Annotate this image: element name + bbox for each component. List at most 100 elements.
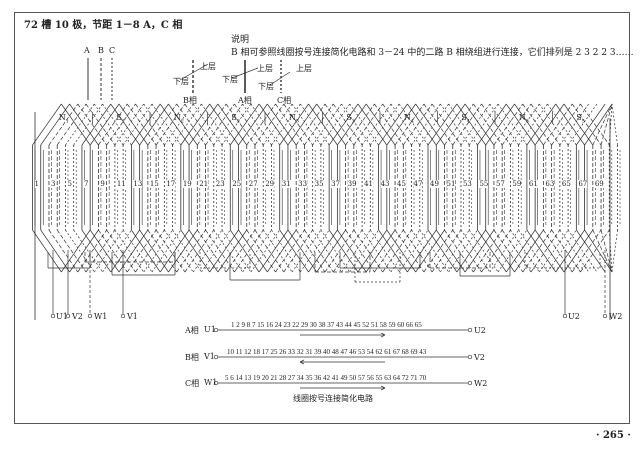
coil-end-bottom <box>126 229 157 273</box>
coil-end-bottom <box>477 229 507 273</box>
terminal-v1: V1 <box>127 312 138 321</box>
coil-end-bottom <box>32 229 62 273</box>
coil-end-bottom <box>534 229 565 273</box>
coil-end-bottom <box>448 229 478 273</box>
circuit-phase-c: C相 <box>185 379 200 388</box>
coil-end-bottom <box>98 229 128 273</box>
circuit-caption: 线圈按号连接简化电路 <box>293 394 373 403</box>
coil-end-bottom <box>254 229 285 273</box>
coil-end-bottom <box>172 229 202 273</box>
coil-end-top <box>444 103 474 146</box>
coil-end-bottom <box>398 229 429 273</box>
coil-end-top <box>192 103 223 146</box>
coil-end-bottom <box>56 229 87 273</box>
coil-end-top <box>403 103 433 146</box>
slot-number: 41 <box>364 180 374 188</box>
coil-end-bottom <box>518 229 548 273</box>
coil-end-top <box>143 103 173 146</box>
coil-end-bottom <box>77 229 107 273</box>
arrow-head <box>299 361 305 365</box>
coil-end-bottom <box>411 229 441 273</box>
coil-end-bottom <box>419 229 449 273</box>
circuit-seq-b: 10 11 12 18 17 25 26 33 32 31 39 40 48 4… <box>227 348 427 356</box>
coil-end-bottom <box>205 229 235 273</box>
coil-end-top <box>514 103 544 146</box>
coil-end-top <box>555 103 585 146</box>
coil-end-top <box>89 103 120 146</box>
coil-end-bottom <box>489 229 519 273</box>
slot-number: 9 <box>100 180 105 188</box>
coil-end-bottom <box>374 229 404 273</box>
coil-end-top <box>485 103 515 146</box>
coil-end-top <box>151 103 182 146</box>
note-text: B 相可参照线圈按号连接简化电路和 3－24 中的二路 B 相绕组进行连接，它们… <box>231 48 634 58</box>
figure-title: 72 槽 10 极，节距 1－8 A，C 相 <box>24 20 183 31</box>
page-number: · 265 · <box>596 430 631 441</box>
coil-end-top <box>32 103 62 146</box>
coil-end-bottom <box>473 229 503 273</box>
coil-end-top <box>522 103 552 146</box>
coil-end-bottom <box>197 229 227 273</box>
coil-end-top <box>168 103 198 146</box>
coil-end-bottom <box>159 229 190 273</box>
coil-end-bottom <box>353 229 383 273</box>
coil-end-top <box>530 103 561 146</box>
coil-end-bottom <box>444 229 474 273</box>
coil-end-top <box>518 103 548 146</box>
coil-end-top <box>547 103 577 146</box>
slot-number: 47 <box>413 180 423 188</box>
coil-end-top <box>159 103 190 146</box>
terminal-u2: U2 <box>568 312 580 321</box>
coil-end-bottom <box>40 229 70 273</box>
coil-end-bottom <box>563 229 594 273</box>
legend-c-lead <box>269 71 291 86</box>
coil-end-top <box>217 103 248 146</box>
legend-c-upper: 上层 <box>296 64 312 73</box>
circuit-seq-a: 1 2 9 8 7 15 16 24 23 22 29 30 38 37 43 … <box>231 321 422 329</box>
legend-a-lower: 下层 <box>222 75 238 84</box>
coil-end-top <box>493 103 524 146</box>
coil-end-bottom <box>283 229 313 273</box>
arrow-head <box>380 332 386 336</box>
circuit-end-c: W2 <box>474 379 488 388</box>
coil-end-bottom <box>262 229 293 273</box>
coil-end-top <box>139 103 169 146</box>
terminal-u2-node <box>562 313 568 319</box>
coil-end-bottom <box>328 229 359 273</box>
coil-end-bottom <box>320 229 351 273</box>
coil-end-top <box>481 103 511 146</box>
coil-end-bottom <box>114 229 145 273</box>
pole-label: N5 <box>518 113 529 125</box>
coil-end-top <box>254 103 285 146</box>
coil-end-top <box>559 103 589 146</box>
coil-end-bottom <box>530 229 561 273</box>
legend-phase-b: B相 <box>183 96 197 105</box>
coil-end-top <box>571 103 602 146</box>
coil-end-bottom <box>361 229 392 273</box>
coil-end-bottom <box>481 229 511 273</box>
coil-end-top <box>365 103 396 146</box>
legend-a-lead <box>231 67 259 79</box>
coil-end-top <box>65 103 95 146</box>
legend-phase-c: C相 <box>277 96 292 105</box>
coil-end-bottom <box>155 229 186 273</box>
coil-end-bottom <box>168 229 198 273</box>
coil-end-top <box>390 103 421 146</box>
coil-end-top <box>501 103 532 146</box>
slot-number: 1 <box>34 180 39 188</box>
pole-label: S1 <box>116 113 125 125</box>
coil-end-top <box>452 103 482 146</box>
coil-end-bottom <box>357 229 388 273</box>
coil-end-bottom <box>81 229 112 273</box>
coil-end-top <box>61 103 91 146</box>
slot-number: 3 <box>50 180 56 188</box>
coil-end-top <box>172 103 202 146</box>
arrow-head <box>380 387 386 391</box>
coil-end-top <box>77 103 107 146</box>
slot-number: 15 <box>149 180 159 188</box>
slot-number: 13 <box>133 180 143 188</box>
coil-end-top <box>147 103 177 146</box>
coil-end-top <box>197 103 227 146</box>
coil-end-top <box>118 103 149 146</box>
slot-number: 57 <box>495 180 505 188</box>
